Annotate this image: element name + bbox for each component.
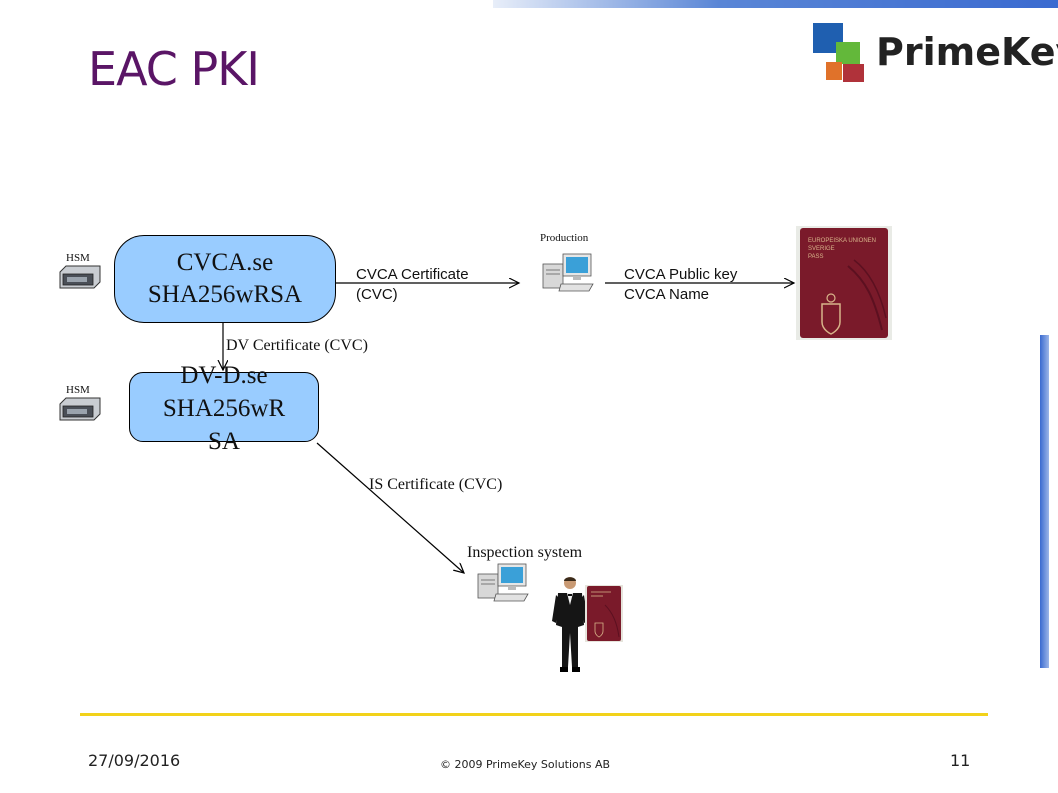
passport-icon: EUROPEISKA UNIONEN SVERIGE PASS — [800, 228, 888, 338]
dv-node-name: DV-D.se — [180, 361, 268, 389]
arrow-dv-to-inspection — [316, 442, 464, 573]
cvca-node-name: CVCA.se — [176, 249, 274, 276]
cvca-certificate-line1: CVCA Certificate — [356, 266, 469, 283]
dv-node: DV-D.se SHA256wR SA — [129, 362, 319, 455]
cvca-name: CVCA Name — [624, 286, 710, 303]
production-label: Production — [540, 232, 589, 244]
dv-certificate-label: DV Certificate (CVC) — [226, 337, 368, 354]
copyright-notice: © 2009 PrimeKey Solutions AB — [440, 758, 611, 771]
cvca-certificate-line2: (CVC) — [356, 286, 398, 303]
passport-image: EUROPEISKA UNIONEN SVERIGE PASS — [796, 226, 892, 340]
cvca-certificate-label: CVCA Certificate (CVC) — [356, 265, 469, 305]
is-certificate-label: IS Certificate (CVC) — [369, 476, 503, 493]
cvca-public-key: CVCA Public key — [624, 266, 738, 283]
logo-mark-icon — [813, 23, 864, 82]
logo-text: PrimeKey — [876, 30, 1058, 74]
small-passport-image — [585, 585, 623, 642]
computer-icon — [477, 563, 529, 602]
passport-icon — [587, 586, 621, 641]
slide-title: EAC PKI — [88, 42, 260, 96]
person-icon — [552, 577, 588, 672]
cvca-node: CVCA.se SHA256wRSA — [114, 235, 336, 323]
passport-text-line2: SVERIGE — [808, 246, 835, 252]
hsm-device-icon — [59, 397, 101, 421]
hsm-label-2: HSM — [66, 384, 90, 396]
top-accent-bar — [493, 0, 1058, 8]
slide-date: 27/09/2016 — [88, 751, 181, 770]
dv-node-algorithm-1: SHA256wR — [162, 394, 286, 422]
primekey-logo — [812, 22, 872, 84]
inspection-system-label: Inspection system — [467, 544, 583, 561]
page-number: 11 — [950, 751, 971, 770]
cvca-node-algorithm: SHA256wRSA — [147, 281, 303, 308]
side-accent-bar — [1040, 335, 1049, 668]
computer-icon — [542, 253, 594, 292]
dv-node-algorithm-2: SA — [208, 427, 240, 455]
passport-text-line3: PASS — [808, 254, 824, 260]
footer-divider — [80, 713, 988, 716]
cvca-public-key-label: CVCA Public key CVCA Name — [624, 265, 737, 305]
hsm-device-icon — [59, 265, 101, 289]
passport-text-line1: EUROPEISKA UNIONEN — [808, 238, 876, 244]
hsm-label-1: HSM — [66, 252, 90, 264]
